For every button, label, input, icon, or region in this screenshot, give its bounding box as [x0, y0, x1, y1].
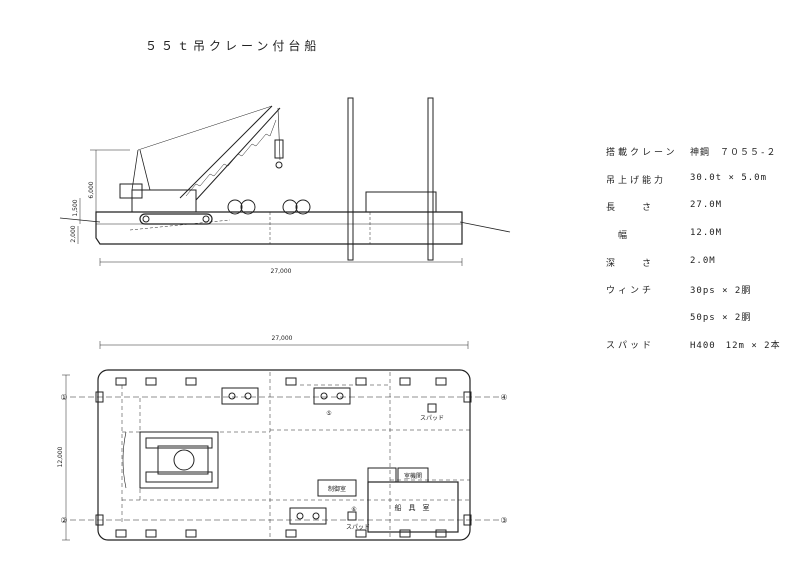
spec-row: スパッド H400 12m × 2本: [606, 338, 796, 354]
side-dim-height-2: 1,500: [72, 199, 79, 216]
spec-label: ウィンチ: [606, 286, 655, 296]
marker-1: ①: [60, 393, 67, 402]
spec-row: 深 さ 2.0M: [606, 256, 796, 272]
spec-value: 27.0M: [690, 200, 723, 210]
spec-value: 12.0M: [690, 228, 723, 238]
spec-value: 30.0t × 5.0m: [690, 173, 768, 183]
spud-label-1: スパッド: [420, 415, 444, 422]
spec-value: 神鋼 ７０５５-２: [690, 148, 777, 158]
spec-label: 搭載クレーン: [606, 148, 678, 158]
spud-label-2: スパッド: [346, 524, 370, 531]
marker-3: ③: [500, 516, 507, 525]
drawing-title: ５５ｔ吊クレーン付台船: [145, 39, 321, 53]
spec-label: 吊上げ能力: [606, 176, 667, 186]
side-dim-height-1: 6,000: [88, 181, 95, 198]
spec-label: 深 さ: [606, 259, 655, 269]
spec-label: スパッド: [606, 341, 655, 351]
storage-room-label: 船 具 室: [395, 503, 430, 512]
marker-5: ⑤: [326, 410, 331, 417]
spec-row: 搭載クレーン 神鋼 ７０５５-２: [606, 145, 796, 161]
plan-view: [62, 341, 500, 541]
spec-row: 吊上げ能力 30.0t × 5.0m: [606, 173, 796, 189]
side-dim-height-3: 2,000: [70, 225, 77, 242]
spec-row: 50ps × 2胴: [606, 310, 796, 326]
side-view: [59, 97, 511, 266]
spec-value: 2.0M: [690, 256, 716, 266]
marker-2: ②: [60, 516, 67, 525]
engine-room-label: 室機関: [404, 472, 422, 480]
spec-value: 50ps × 2胴: [690, 313, 752, 323]
spec-row: 幅 12.0M: [606, 228, 796, 244]
spec-label: 幅: [606, 231, 631, 241]
spec-row: ウィンチ 30ps × 2胴: [606, 283, 796, 299]
spec-label: 長 さ: [606, 203, 655, 213]
plan-dim-width: 12,000: [57, 446, 64, 467]
spec-value: H400 12m × 2本: [690, 341, 781, 351]
spec-value: 30ps × 2胴: [690, 286, 752, 296]
marker-6: ⑥: [351, 506, 356, 513]
plan-dim-length: 27,000: [272, 335, 293, 342]
side-dim-length: 27,000: [271, 268, 292, 275]
control-room-label: 制御室: [328, 485, 346, 493]
spec-row: 長 さ 27.0M: [606, 200, 796, 216]
marker-4: ④: [500, 393, 507, 402]
